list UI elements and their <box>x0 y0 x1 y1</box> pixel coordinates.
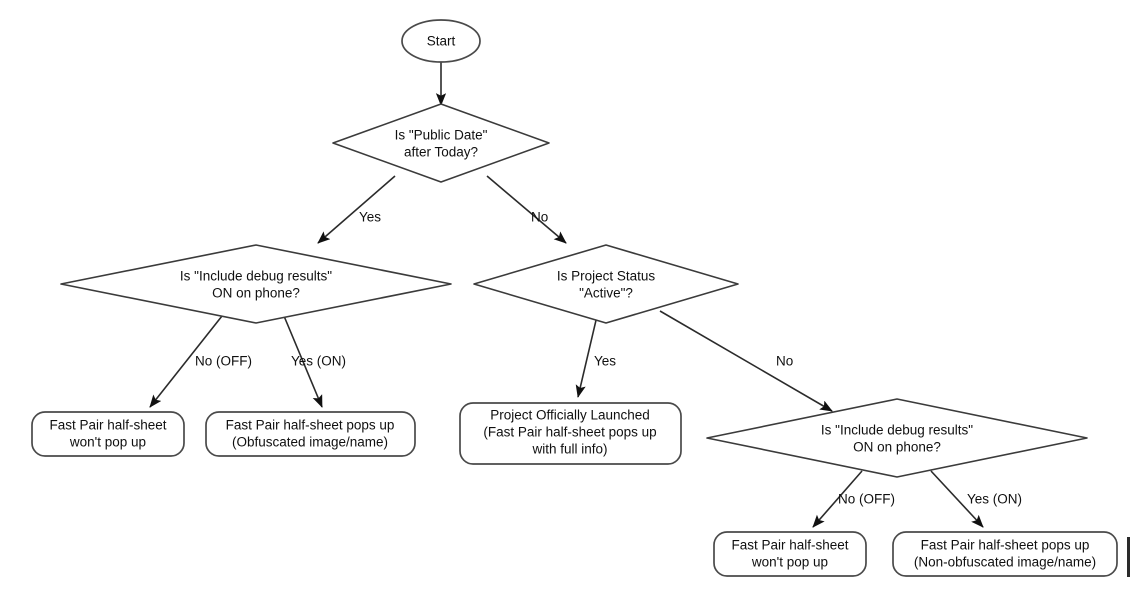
launched-label-line2: (Fast Pair half-sheet pops up <box>483 425 656 440</box>
right-off-label-line2: won't pop up <box>751 555 828 570</box>
debug-right-label-line1: Is "Include debug results" <box>821 423 973 438</box>
edge-label-public-date-yes: Yes <box>359 210 381 225</box>
edge-debug-left-yes <box>283 315 323 408</box>
node-decision-debug-right[interactable]: Is "Include debug results" ON on phone? <box>706 398 1088 478</box>
right-off-box[interactable] <box>713 531 867 577</box>
right-off-label-line1: Fast Pair half-sheet <box>731 538 848 553</box>
edge-debug-right-no <box>812 470 863 528</box>
edge-label-debug-right-yes: Yes (ON) <box>967 492 1022 507</box>
public-date-label-line1: Is "Public Date" <box>395 128 488 143</box>
project-status-diamond[interactable] <box>473 244 739 324</box>
public-date-label-line2: after Today? <box>404 145 478 160</box>
left-off-label-line2: won't pop up <box>69 435 146 450</box>
edge-label-project-status-no: No <box>776 354 793 369</box>
edge-label-group: Yes No No (OFF) Yes (ON) Yes No No (OFF)… <box>195 210 1022 507</box>
launched-label-line1: Project Officially Launched <box>490 408 650 423</box>
start-ellipse[interactable] <box>401 19 481 63</box>
node-terminal-launched[interactable]: Project Officially Launched (Fast Pair h… <box>459 402 682 465</box>
right-on-label-line1: Fast Pair half-sheet pops up <box>921 538 1090 553</box>
left-on-box[interactable] <box>205 411 416 457</box>
node-decision-project-status[interactable]: Is Project Status "Active"? <box>473 244 739 324</box>
launched-label-line3: with full info) <box>531 442 607 457</box>
left-off-label-line1: Fast Pair half-sheet <box>49 418 166 433</box>
project-status-label-line2: "Active"? <box>579 286 633 301</box>
edge-public-date-no <box>486 175 567 244</box>
left-on-label-line2: (Obfuscated image/name) <box>232 435 388 450</box>
edge-label-public-date-no: No <box>531 210 548 225</box>
start-label: Start <box>427 34 456 49</box>
node-terminal-left-off[interactable]: Fast Pair half-sheet won't pop up <box>31 411 185 457</box>
debug-left-label-line1: Is "Include debug results" <box>180 269 332 284</box>
debug-right-label-line2: ON on phone? <box>853 440 941 455</box>
edge-project-status-yes <box>575 315 598 398</box>
node-terminal-right-off[interactable]: Fast Pair half-sheet won't pop up <box>713 531 867 577</box>
right-on-label-line2: (Non-obfuscated image/name) <box>914 555 1096 570</box>
edge-group <box>149 62 984 528</box>
debug-left-diamond[interactable] <box>60 244 452 324</box>
edge-debug-left-no <box>149 315 223 408</box>
edge-artifact-mark <box>1127 537 1130 577</box>
edge-public-date-yes <box>317 175 396 244</box>
edge-label-project-status-yes: Yes <box>594 354 616 369</box>
debug-left-label-line2: ON on phone? <box>212 286 300 301</box>
left-on-label-line1: Fast Pair half-sheet pops up <box>226 418 395 433</box>
project-status-label-line1: Is Project Status <box>557 269 656 284</box>
node-start[interactable]: Start <box>401 19 481 63</box>
left-off-box[interactable] <box>31 411 185 457</box>
edge-label-debug-left-yes: Yes (ON) <box>291 354 346 369</box>
edge-label-debug-right-no: No (OFF) <box>838 492 895 507</box>
node-terminal-right-on[interactable]: Fast Pair half-sheet pops up (Non-obfusc… <box>892 531 1118 577</box>
launched-box[interactable] <box>459 402 682 465</box>
public-date-diamond[interactable] <box>332 103 550 183</box>
edge-debug-right-yes <box>930 470 984 528</box>
node-decision-public-date[interactable]: Is "Public Date" after Today? <box>332 103 550 183</box>
right-on-box[interactable] <box>892 531 1118 577</box>
edge-project-status-no <box>659 310 833 412</box>
debug-right-diamond[interactable] <box>706 398 1088 478</box>
node-decision-debug-left[interactable]: Is "Include debug results" ON on phone? <box>60 244 452 324</box>
node-terminal-left-on[interactable]: Fast Pair half-sheet pops up (Obfuscated… <box>205 411 416 457</box>
edge-label-debug-left-no: No (OFF) <box>195 354 252 369</box>
